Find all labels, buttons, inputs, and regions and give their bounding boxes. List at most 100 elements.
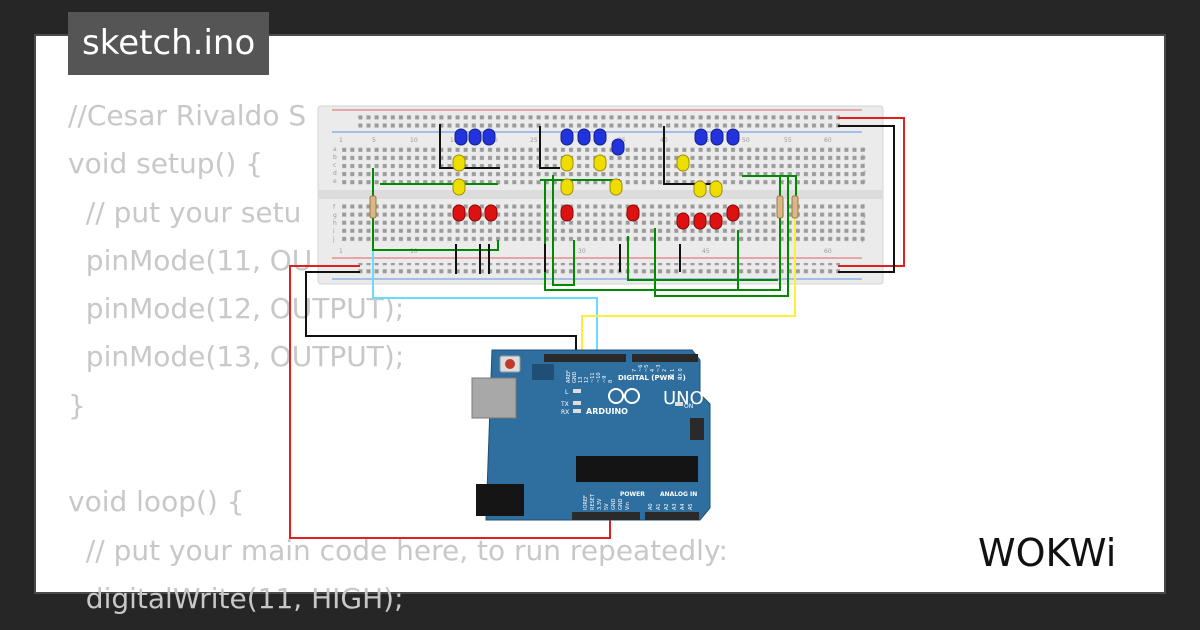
svg-text:WOKWi: WOKWi — [978, 531, 1116, 575]
led-blue[interactable] — [710, 128, 724, 146]
wire-cyan-signal[interactable] — [372, 246, 598, 356]
resistor[interactable] — [369, 195, 377, 219]
resistor[interactable] — [776, 195, 784, 219]
bb-row-label: e — [862, 178, 866, 185]
arduino-uno[interactable]: AREF GND 13 12 ~11 ~10 ~9 8 7 ~6 ~5 4 ~3… — [471, 349, 711, 521]
bb-col-label: 30 — [578, 248, 586, 255]
led-red[interactable] — [693, 212, 707, 230]
bb-col-label: 5 — [372, 137, 376, 144]
pin-label: ~5 — [644, 365, 650, 372]
led-blue[interactable] — [694, 128, 708, 146]
icsp-header — [690, 418, 704, 440]
bb-row-label: a — [333, 146, 337, 153]
pin-label: Vin — [625, 502, 631, 510]
led-yellow[interactable] — [560, 154, 574, 172]
bb-col-label: 60 — [824, 248, 832, 255]
bb-row-label: g — [333, 212, 337, 219]
bb-row-label: h — [333, 220, 337, 227]
bb-row-label: d — [862, 170, 866, 177]
bb-col-label: 10 — [410, 248, 418, 255]
led-blue[interactable] — [611, 138, 625, 156]
resistor[interactable] — [791, 195, 799, 219]
pin-label: 8 — [608, 380, 614, 383]
led-blue[interactable] — [593, 128, 607, 146]
wire-black[interactable] — [439, 124, 500, 169]
pin-label: TX 1 — [670, 369, 676, 381]
bb-row-label: c — [333, 162, 336, 169]
power-header — [572, 512, 640, 520]
pin-label: A0 — [648, 503, 654, 510]
led-red[interactable] — [626, 204, 640, 222]
led-blue[interactable] — [577, 128, 591, 146]
wire-green[interactable] — [552, 175, 575, 286]
led-yellow[interactable] — [676, 154, 690, 172]
pin-label: RX 0 — [678, 368, 684, 380]
led-blue[interactable] — [560, 128, 574, 146]
led-blue[interactable] — [482, 128, 496, 146]
digital-label: DIGITAL (PWM ~) — [618, 374, 686, 382]
pin-label: ~3 — [656, 365, 662, 372]
led-yellow[interactable] — [452, 154, 466, 172]
pin-label: 12 — [584, 377, 590, 383]
wire-black-ground[interactable] — [838, 125, 895, 273]
wire-black[interactable] — [539, 126, 560, 169]
bb-col-label: 25 — [530, 137, 538, 144]
wire-yellow-signal[interactable] — [581, 206, 796, 356]
led-yellow[interactable] — [693, 180, 707, 198]
pin-label: 7 — [632, 369, 638, 372]
microcontroller-chip — [576, 456, 698, 482]
led-red[interactable] — [484, 204, 498, 222]
bb-col-label: 45 — [702, 248, 710, 255]
led-blue[interactable] — [468, 128, 482, 146]
led-red[interactable] — [468, 204, 482, 222]
pin-label: ~11 — [590, 372, 596, 383]
infinity-logo-icon — [608, 388, 640, 404]
led-red[interactable] — [709, 212, 723, 230]
model-label: UNO — [663, 388, 704, 409]
wire-green[interactable] — [627, 236, 778, 281]
pin-label: A2 — [664, 503, 670, 510]
wire-black-gnd[interactable] — [305, 271, 577, 356]
pin-label: RESET — [590, 493, 596, 510]
bb-col-label: 1 — [339, 248, 343, 255]
analog-label: ANALOG IN — [660, 491, 697, 498]
bb-row-label: g — [862, 212, 866, 219]
bb-row-label: j — [332, 236, 335, 243]
led-yellow[interactable] — [609, 178, 623, 196]
pin-label: ~9 — [602, 376, 608, 383]
resistors — [369, 195, 799, 219]
pin-label: 4 — [650, 369, 656, 372]
bb-col-label: 1 — [339, 137, 343, 144]
pin-label: ~10 — [596, 372, 602, 383]
analog-header — [645, 512, 699, 520]
led-red[interactable] — [726, 204, 740, 222]
wire-green[interactable] — [544, 176, 781, 291]
usb-port — [471, 377, 517, 419]
led-red[interactable] — [452, 204, 466, 222]
file-tab[interactable]: sketch.ino — [68, 12, 270, 75]
wire-red-power[interactable] — [838, 117, 905, 267]
led-red[interactable] — [676, 212, 690, 230]
wokwi-logo: WOKWi — [978, 531, 1116, 575]
breadboard: 1 5 10 15 20 25 30 35 40 45 50 55 60 1 1… — [317, 105, 884, 285]
led-yellow[interactable] — [452, 178, 466, 196]
led-yellow[interactable] — [593, 154, 607, 172]
pin-label: GND — [618, 498, 624, 510]
tx-label: TX — [560, 401, 569, 408]
bb-row-label: d — [333, 170, 337, 177]
led-blue[interactable] — [454, 128, 468, 146]
bb-row-label: e — [333, 178, 337, 185]
bb-col-label: 60 — [824, 137, 832, 144]
wire-red-5v[interactable] — [289, 265, 611, 539]
code-text[interactable]: //Cesar Rivaldo S void setup() { // put … — [68, 99, 728, 615]
led-red[interactable] — [560, 204, 574, 222]
led-yellow[interactable] — [560, 178, 574, 196]
leds — [452, 128, 740, 230]
led-blue[interactable] — [726, 128, 740, 146]
led-yellow[interactable] — [709, 180, 723, 198]
bb-row-label: j — [861, 236, 864, 243]
pin-label: GND — [611, 498, 617, 510]
bb-row-label: i — [862, 228, 864, 235]
pin-label: GND — [572, 371, 578, 383]
